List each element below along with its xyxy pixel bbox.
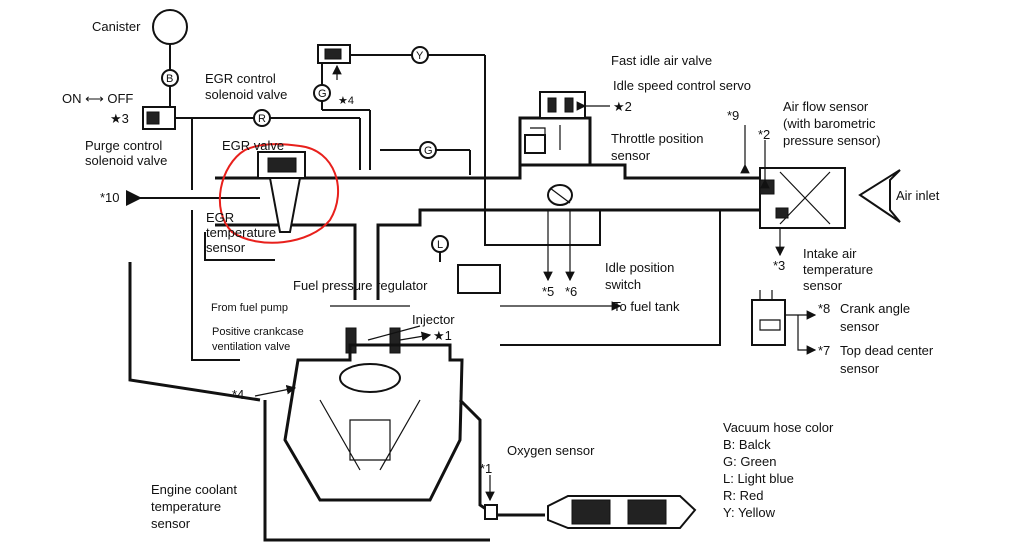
label-star1-o2: *1 [480,461,492,476]
label-star2-afs: *2 [758,127,770,142]
label-purge-2: solenoid valve [85,153,167,168]
label-coolant-2: temperature [151,499,221,514]
legend-item: B: Balck [723,437,771,452]
hose-tag-g-mid-label: G [424,145,433,157]
hose-tag-b-label: B [166,73,173,85]
label-pcv-1: Positive crankcase [212,326,304,338]
label-intake-temp-1: Intake air [803,246,857,261]
hose-tag-l [431,235,449,253]
hose-tag-g-top-label: G [318,88,327,100]
intake-plenum [215,163,760,180]
label-egr-valve: EGR valve [222,138,284,153]
label-fuel-reg: Fuel pressure regulator [293,278,428,293]
label-coolant-1: Engine coolant [151,482,237,497]
air-flow-sensor [759,167,846,229]
vacuum-hose-legend: Vacuum hose color B: Balck G: Green L: L… [723,420,834,520]
fast-idle-air-valve [524,134,546,154]
red-annotation-circle [218,143,339,244]
label-tps-2: sensor [611,148,651,163]
legend-item: G: Green [723,454,776,469]
label-egr-temp-1: EGR [206,210,234,225]
air-inlet-arrow [858,169,901,223]
hose-tag-y [411,46,429,64]
label-idle-sw-1: Idle position [605,260,674,275]
legend-title: Vacuum hose color [723,420,834,435]
label-egr-temp-3: sensor [206,240,246,255]
fuel-pressure-regulator [457,264,501,294]
label-fast-idle: Fast idle air valve [611,53,712,68]
label-from-pump: From fuel pump [211,302,288,314]
hose-tag-g-mid [419,141,437,159]
label-tdc-2: sensor [840,361,880,376]
label-on-off: ON ⟷ OFF [62,91,133,106]
label-star3-right: *3 [773,258,785,273]
label-air-inlet: Air inlet [896,188,940,203]
legend-item: L: Light blue [723,471,794,486]
label-intake-temp-2: temperature [803,262,873,277]
oxygen-sensor [484,504,498,520]
label-star6: *6 [565,284,577,299]
engine-block [283,343,464,502]
label-crank-2: sensor [840,319,880,334]
label-tdc-1: Top dead center [840,343,934,358]
label-star10: *10 [100,190,120,205]
label-purge-1: Purge control [85,138,162,153]
label-egr-ctrl-2: solenoid valve [205,87,287,102]
label-star9: *9 [727,108,739,123]
hose-tag-r [253,109,271,127]
label-star4-left: *4 [232,387,244,402]
catalytic-converter [547,495,697,529]
hose-tag-r-label: R [258,113,266,125]
label-afs-1: Air flow sensor [783,99,869,114]
label-crank-1: Crank angle [840,301,910,316]
label-star5: *5 [542,284,554,299]
label-oxygen: Oxygen sensor [507,443,595,458]
label-isc-servo: Idle speed control servo [613,78,751,93]
label-egr-ctrl-1: EGR control [205,71,276,86]
label-to-tank: To fuel tank [613,299,680,314]
label-intake-temp-3: sensor [803,278,843,293]
hose-tag-b [161,69,179,87]
label-star1-inj: ★1 [433,328,452,343]
label-star7: *7 [818,343,830,358]
label-afs-3: pressure sensor) [783,133,881,148]
label-afs-2: (with barometric [783,116,876,131]
crank-angle-sensor [751,299,786,346]
label-idle-sw-2: switch [605,277,641,292]
canister [152,9,188,45]
label-star8: *8 [818,301,830,316]
label-tps-1: Throttle position [611,131,704,146]
label-pcv-2: ventilation valve [212,341,290,353]
hose-tag-l-label: L [437,239,443,251]
star4-top: ★4 [338,95,354,107]
hose-tag-y-label: Y [416,50,424,62]
label-injector: Injector [412,312,455,327]
label-canister: Canister [92,19,141,34]
legend-item: R: Red [723,488,763,503]
label-star2-isc: ★2 [613,99,632,114]
hose-tag-g-top [313,84,331,102]
label-egr-temp-2: temperature [206,225,276,240]
legend-item: Y: Yellow [723,505,776,520]
label-coolant-3: sensor [151,516,191,531]
idle-speed-control-servo [539,91,586,119]
label-star3-left: ★3 [110,111,129,126]
